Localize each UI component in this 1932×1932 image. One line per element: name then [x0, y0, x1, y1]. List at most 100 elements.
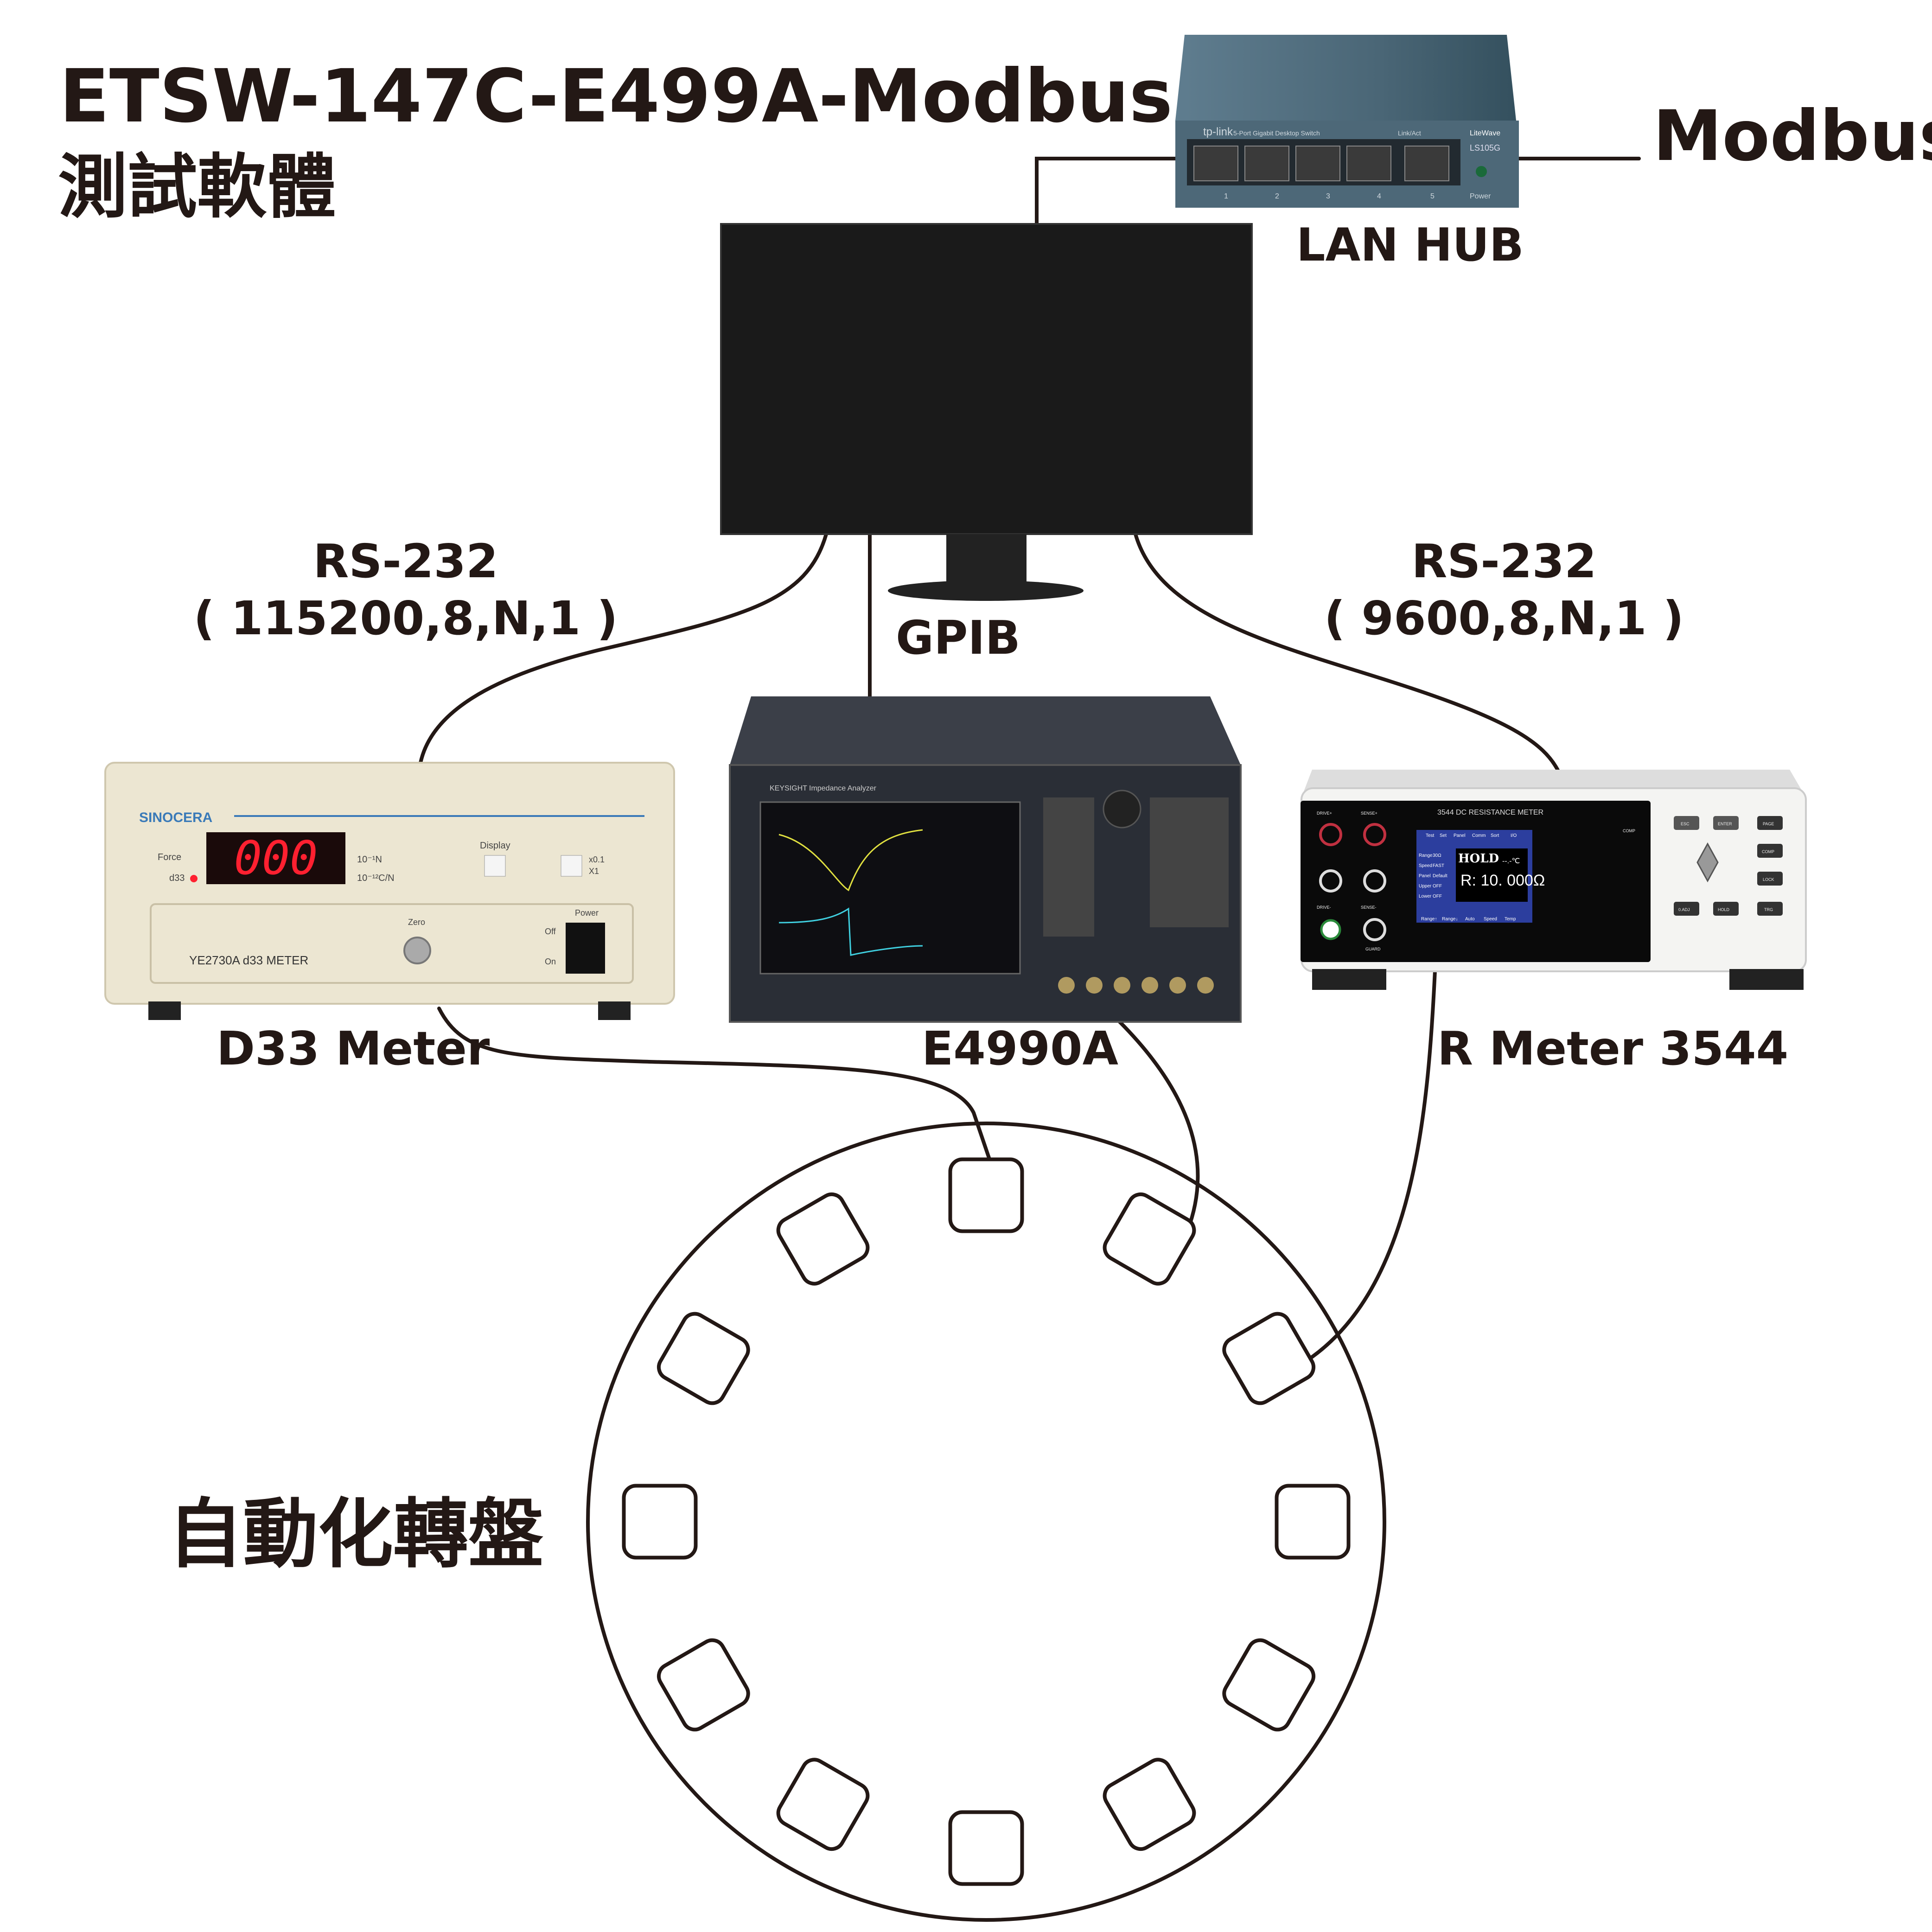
turntable: [586, 1122, 1386, 1922]
r-meter-label: R Meter 3544: [1437, 1021, 1788, 1076]
button-label: ESC: [1681, 822, 1690, 826]
gpib-label: GPIB: [896, 611, 1020, 665]
modbus-label: Modbus: [1653, 96, 1932, 177]
zero-label: Zero: [408, 918, 425, 927]
e4990-title: Impedance Analyzer: [809, 784, 877, 792]
turntable-label: 自動化轉盤: [168, 1491, 543, 1578]
field-label: Range: [1419, 853, 1433, 858]
trg-button[interactable]: [1757, 902, 1783, 916]
hold-button[interactable]: [1713, 902, 1739, 916]
field-label: Speed: [1419, 863, 1432, 868]
comp-label: COMP: [1623, 829, 1635, 833]
d33-model: YE2730A d33 METER: [189, 953, 308, 967]
button-label: 0.ADJ: [1678, 907, 1690, 912]
field-value: OFF: [1433, 884, 1442, 889]
tab-comm: Comm: [1472, 833, 1486, 838]
rs232-right-label: RS-232: [1411, 534, 1596, 588]
d33-led: [190, 875, 198, 882]
off-label: Off: [545, 927, 556, 936]
turntable-station: [1275, 1484, 1351, 1560]
x01-label: x0.1: [589, 855, 605, 864]
field-label: Panel: [1419, 874, 1431, 879]
fkey-label: Range↓: [1442, 917, 1458, 922]
pc-monitor: [720, 223, 1253, 601]
turntable-station: [948, 1157, 1024, 1233]
turntable-station: [1103, 1192, 1196, 1286]
switch-brand: tp-link: [1203, 126, 1233, 138]
port-label: 3: [1326, 192, 1330, 200]
nav-pad[interactable]: [1696, 842, 1719, 883]
d33-to-turntable-cable: [437, 1007, 991, 1161]
power-label: Power: [575, 908, 599, 918]
switch-series: LiteWave: [1470, 129, 1500, 137]
x1-label: X1: [589, 867, 599, 876]
turntable-stations: [622, 1157, 1351, 1886]
button-label: HOLD: [1718, 907, 1730, 912]
lock-button[interactable]: [1757, 872, 1783, 886]
power-switch[interactable]: [566, 923, 605, 974]
lan-hub-label: LAN HUB: [1296, 219, 1524, 272]
power-label: Power: [1470, 192, 1491, 200]
switch-desc: 5-Port Gigabit Desktop Switch: [1233, 129, 1320, 137]
d33-display: 000: [234, 831, 318, 885]
unit-n: 10⁻¹N: [357, 854, 382, 865]
field-value: 30Ω: [1433, 853, 1441, 858]
turntable-station: [776, 1192, 870, 1286]
terminal-label: DRIVE-: [1317, 905, 1331, 910]
on-label: On: [545, 957, 556, 966]
rs232-left-label: RS-232: [313, 534, 498, 588]
fkey-label: Range↑: [1421, 917, 1437, 922]
rs232-left-cable: [419, 532, 828, 765]
button-label: PAGE: [1763, 822, 1774, 826]
rmeter-title: 3544 DC RESISTANCE METER: [1437, 809, 1543, 816]
field-value: OFF: [1433, 894, 1442, 899]
comp-button[interactable]: [1757, 844, 1783, 858]
zero-adj-button[interactable]: [1674, 902, 1699, 916]
e4990-brand: KEYSIGHT: [770, 784, 807, 792]
switch-model: LS105G: [1470, 143, 1500, 153]
rs232-left-params: ( 115200,8,N,1 ): [193, 591, 618, 645]
turntable-station: [776, 1758, 870, 1851]
fkey-label: Auto: [1465, 917, 1475, 922]
hold-indicator: HOLD: [1458, 852, 1499, 866]
e4990-to-turntable-cable: [1118, 1020, 1200, 1233]
resistance-reading: R: 10. 000Ω: [1460, 872, 1545, 889]
button-label: ENTER: [1718, 822, 1732, 826]
range-switch[interactable]: [561, 855, 582, 877]
tab-sort: Sort: [1491, 833, 1499, 838]
diagram-subtitle: 測試軟體: [58, 147, 336, 228]
field-value: Default: [1433, 874, 1447, 879]
display-switch[interactable]: [484, 855, 506, 877]
rs232-right-params: ( 9600,8,N,1 ): [1324, 591, 1684, 645]
lan-hub-device: tp-link 5-Port Gigabit Desktop Switch Li…: [1175, 35, 1519, 208]
e4990a-label: E4990A: [922, 1021, 1118, 1076]
turntable-station: [1222, 1312, 1316, 1405]
display-switch-label: Display: [480, 841, 510, 851]
turntable-station: [657, 1312, 750, 1405]
e4990-screen: [759, 801, 1021, 975]
button-label: COMP: [1762, 849, 1774, 854]
tab-io: I/O: [1511, 833, 1517, 838]
power-button[interactable]: [1320, 919, 1341, 940]
button-label: LOCK: [1763, 877, 1774, 882]
d33-brand: SINOCERA: [139, 810, 212, 825]
zero-knob[interactable]: [403, 937, 431, 964]
turntable-station: [948, 1810, 1024, 1886]
terminal-label: GUARD: [1365, 947, 1381, 951]
enter-button[interactable]: [1713, 816, 1739, 830]
fkey-label: Temp: [1505, 917, 1516, 922]
tab-set: Set: [1440, 833, 1447, 838]
page-button[interactable]: [1757, 816, 1783, 830]
tab-panel: Panel: [1454, 833, 1466, 838]
terminal-label: SENSE-: [1361, 905, 1377, 910]
esc-button[interactable]: [1674, 816, 1699, 830]
field-label: Upper: [1419, 884, 1432, 889]
turntable-station: [657, 1638, 750, 1732]
e4990a-device: KEYSIGHT Impedance Analyzer: [729, 696, 1242, 1023]
r-meter-device: 3544 DC RESISTANCE METER Test Set Panel …: [1301, 770, 1807, 990]
port-label: 2: [1275, 192, 1279, 200]
tab-test: Test: [1426, 833, 1435, 838]
lan-cable: [1035, 157, 1180, 227]
button-label: TRG: [1764, 907, 1773, 912]
